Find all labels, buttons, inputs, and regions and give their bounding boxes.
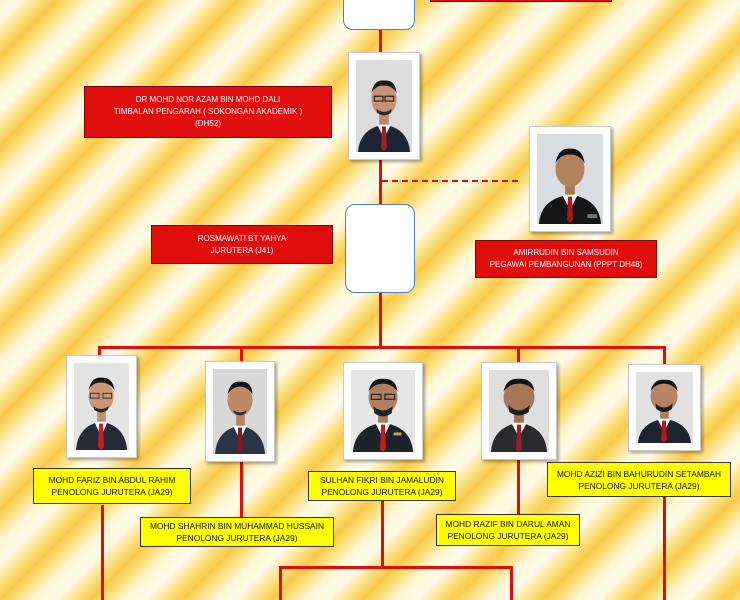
- position-sulhan: PENOLONG JURUTERA (JA29): [321, 487, 443, 497]
- connector-drop-azizi: [663, 346, 666, 366]
- photo-amirrudin: [529, 126, 611, 232]
- name-shahrin: MOHD SHAHRIN BIN MUHAMMAD HUSSAIN: [149, 521, 325, 531]
- top-label-partial: [430, 0, 612, 2]
- connector-drop-fariz: [98, 346, 101, 358]
- label-rosmawati: ROSMAWATI BT YAHYA JURUTERA (J41): [151, 225, 333, 264]
- connector-sulhan-down: [381, 500, 384, 566]
- name-fariz: MOHD FARIZ BIN ABDUL RAHIM: [48, 475, 176, 485]
- photo-azizi: [628, 364, 701, 451]
- label-azizi: MOHD AZIZI BIN BAHURUDIN SETAMBAH PENOLO…: [547, 462, 731, 497]
- photo-razif: [481, 362, 557, 460]
- name-razif: MOHD RAZIF BIN DARUL AMAN: [445, 519, 571, 529]
- position-azizi: PENOLONG JURUTERA (JA29): [578, 480, 700, 491]
- name-azizi: MOHD AZIZI BIN BAHURUDIN SETAMBAH: [556, 468, 722, 479]
- position-rosmawati: JURUTERA (J41): [210, 245, 274, 255]
- connector-box-to-staff: [379, 292, 382, 348]
- connector-fariz-down: [101, 505, 104, 600]
- name-timbalan: DR MOHD NOR AZAM BIN MOHD DALI: [135, 95, 281, 104]
- top-position-box: [343, 0, 415, 30]
- connector-staff-horizontal: [98, 346, 666, 349]
- name-amirrudin: AMIRRUDIN BIN SAMSUDIN: [513, 248, 619, 257]
- name-rosmawati: ROSMAWATI BT YAHYA: [197, 233, 287, 243]
- grade-timbalan: (DH52): [195, 119, 221, 128]
- photo-shahrin: [205, 361, 275, 462]
- label-razif: MOHD RAZIF BIN DARUL AMAN PENOLONG JURUT…: [436, 514, 580, 546]
- connector-timbalan-to-box: [379, 160, 382, 205]
- label-amirrudin: AMIRRUDIN BIN SAMSUDIN PEGAWAI PEMBANGUN…: [475, 240, 657, 278]
- photo-timbalan: [348, 52, 420, 160]
- name-sulhan: SULHAN FIKRI BIN JAMALUDIN: [320, 475, 444, 485]
- connector-dashed-amirrudin: [382, 180, 518, 182]
- connector-razif-down: [517, 460, 520, 516]
- connector-drop-shahrin: [240, 346, 243, 362]
- connector-shahrin-down: [240, 462, 243, 518]
- label-sulhan: SULHAN FIKRI BIN JAMALUDIN PENOLONG JURU…: [308, 471, 456, 501]
- position-timbalan: TIMBALAN PENGARAH ( SOKONGAN AKADEMIK ): [113, 107, 303, 116]
- label-timbalan: DR MOHD NOR AZAM BIN MOHD DALI TIMBALAN …: [84, 86, 332, 138]
- photo-fariz: [66, 355, 137, 458]
- position-shahrin: PENOLONG JURUTERA (JA29): [176, 533, 298, 543]
- label-shahrin: MOHD SHAHRIN BIN MUHAMMAD HUSSAIN PENOLO…: [140, 517, 334, 547]
- connector-top: [379, 28, 382, 54]
- connector-branch-left: [279, 566, 282, 600]
- position-amirrudin: PEGAWAI PEMBANGUNAN (PPPT DH48): [489, 260, 643, 269]
- position-box-rosmawati: [345, 204, 415, 293]
- connector-azizi-down: [663, 496, 666, 600]
- connector-branch-right: [510, 566, 513, 600]
- connector-drop-razif: [517, 346, 520, 364]
- position-razif: PENOLONG JURUTERA (JA29): [447, 531, 569, 541]
- photo-sulhan: [343, 362, 423, 460]
- label-fariz: MOHD FARIZ BIN ABDUL RAHIM PENOLONG JURU…: [33, 468, 191, 504]
- position-fariz: PENOLONG JURUTERA (JA29): [51, 487, 173, 497]
- connector-sulhan-branch: [279, 566, 513, 569]
